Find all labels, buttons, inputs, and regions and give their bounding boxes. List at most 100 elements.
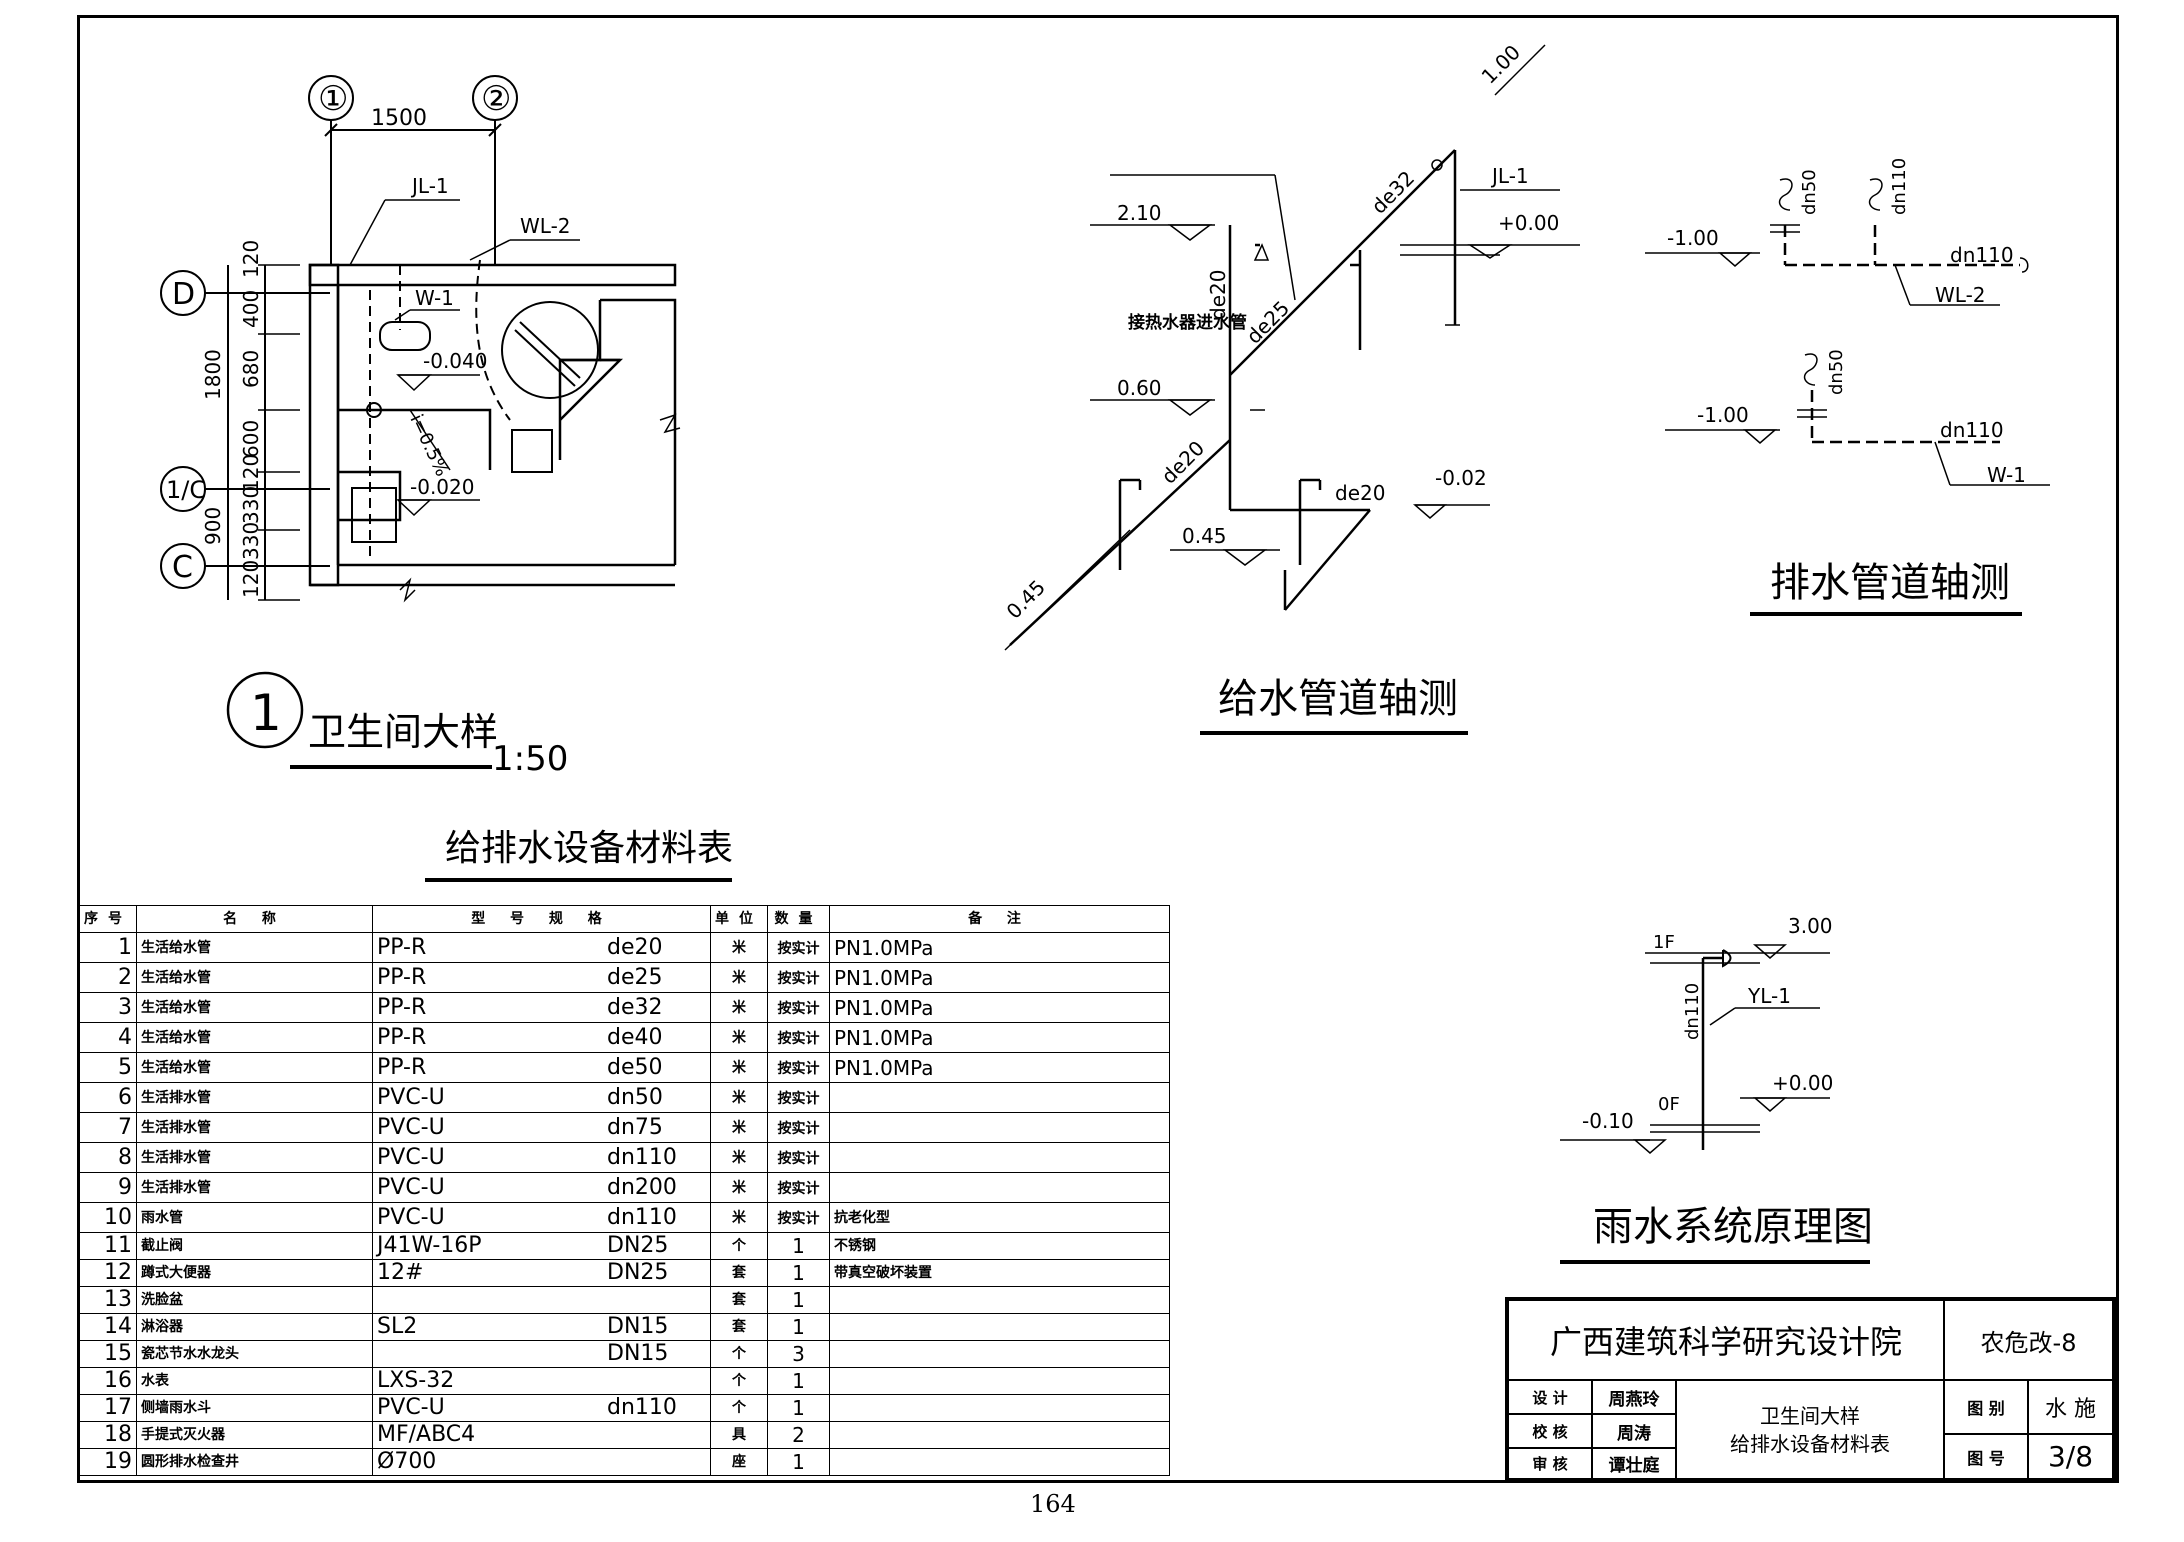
drain-label-w1: W-1 — [1987, 463, 2026, 487]
row-qty-text: 1 — [792, 1234, 805, 1258]
row-name: 手提式灭火器 — [136, 1421, 373, 1449]
row-spec-text: dn50 — [607, 1084, 663, 1110]
row-model-text: PP-R — [377, 1024, 427, 1050]
row-spec-text: de50 — [607, 1054, 663, 1080]
row-qty-text: 按实计 — [777, 941, 820, 957]
row-model: PP-R de20 — [372, 932, 711, 963]
row-unit: 米 — [710, 962, 768, 993]
drain-iso-title: 排水管道轴测 — [1770, 560, 2010, 606]
row-model-text: LXS-32 — [377, 1368, 455, 1394]
row-qty-text: 按实计 — [777, 1181, 820, 1197]
row-unit-text: 具 — [732, 1427, 746, 1443]
row-number: 18 — [79, 1421, 137, 1449]
row-unit-text: 座 — [732, 1454, 746, 1470]
row-name-text: 侧墙雨水斗 — [141, 1400, 211, 1416]
row-qty: 1 — [767, 1394, 830, 1422]
design-name: 周燕玲 — [1592, 1380, 1676, 1414]
supply-label-jl1: JL-1 — [1490, 164, 1529, 188]
row-unit: 米 — [710, 1052, 768, 1083]
review-name: 谭壮庭 — [1592, 1448, 1676, 1479]
row-model-text: PVC-U — [377, 1084, 445, 1110]
row-spec-text: dn110 — [607, 1204, 677, 1230]
row-name: 淋浴器 — [136, 1313, 373, 1341]
row-name: 洗脸盆 — [136, 1286, 373, 1314]
drain-label-dn50a: dn50 — [1799, 169, 1820, 215]
row-name: 生活给水管 — [136, 962, 373, 993]
plan-slope: i=0.5% — [405, 411, 452, 480]
row-unit: 米 — [710, 1112, 768, 1143]
row-unit: 米 — [710, 1202, 768, 1233]
row-spec-text: de25 — [607, 964, 663, 990]
row-spec-text: dn110 — [607, 1144, 677, 1170]
row-unit: 个 — [710, 1232, 768, 1260]
row-number-text: 8 — [118, 1144, 132, 1170]
plan-label-wl2: WL-2 — [520, 214, 571, 238]
row-unit-text: 米 — [732, 1179, 746, 1196]
row-qty-text: 按实计 — [777, 1031, 820, 1047]
row-qty: 1 — [767, 1232, 830, 1260]
drain-label-dn110b: dn110 — [1950, 243, 2014, 267]
rain-level-300: 3.00 — [1788, 914, 1833, 938]
axis-label-1: ① — [318, 79, 348, 119]
row-qty: 3 — [767, 1340, 830, 1368]
bathroom-plan — [160, 75, 681, 769]
rain-label-yl1: YL-1 — [1747, 984, 1791, 1008]
detail-scale: 1:50 — [492, 739, 568, 779]
th-name: 名 称 — [136, 905, 373, 933]
row-remark-text: 不锈钢 — [834, 1238, 876, 1254]
row-number-text: 1 — [118, 934, 132, 960]
row-number: 10 — [79, 1202, 137, 1233]
project-code: 农危改-8 — [1944, 1300, 2113, 1380]
row-remark — [829, 1394, 1170, 1422]
row-name-text: 生活给水管 — [141, 999, 211, 1016]
row-qty-text: 1 — [792, 1288, 805, 1312]
row-number-text: 14 — [104, 1314, 132, 1340]
row-name: 生活给水管 — [136, 992, 373, 1023]
category-value: 水 施 — [2028, 1380, 2113, 1434]
row-qty: 按实计 — [767, 1082, 830, 1113]
row-name-text: 蹲式大便器 — [141, 1265, 211, 1281]
rain-level-m010: -0.10 — [1582, 1109, 1634, 1133]
row-model: PVC-U dn110 — [372, 1142, 711, 1173]
row-model-text: PP-R — [377, 934, 427, 960]
row-name-text: 生活给水管 — [141, 939, 211, 956]
row-qty: 按实计 — [767, 932, 830, 963]
row-unit: 座 — [710, 1448, 768, 1476]
row-model-text: PVC-U — [377, 1174, 445, 1200]
row-unit-text: 米 — [732, 939, 746, 956]
row-model — [372, 1286, 711, 1314]
row-qty: 按实计 — [767, 1142, 830, 1173]
supply-level-045b: 0.45 — [1182, 524, 1227, 548]
row-number: 15 — [79, 1340, 137, 1368]
row-name-text: 截止阀 — [141, 1238, 183, 1254]
row-spec-text: dn75 — [607, 1114, 663, 1140]
row-name-text: 水表 — [141, 1373, 169, 1389]
row-qty: 1 — [767, 1313, 830, 1341]
plan-level-2: -0.020 — [410, 475, 474, 499]
row-model-text: PP-R — [377, 994, 427, 1020]
row-spec-text: de20 — [607, 934, 663, 960]
row-model-text: PVC-U — [377, 1144, 445, 1170]
row-remark — [829, 1313, 1170, 1341]
plan-level-1: -0.040 — [423, 349, 487, 373]
row-model: LXS-32 — [372, 1367, 711, 1395]
row-number-text: 9 — [118, 1174, 132, 1200]
row-remark: PN1.0MPa — [829, 992, 1170, 1023]
rain-label-1f: 1F — [1653, 932, 1675, 953]
vent-circle — [501, 301, 599, 399]
row-number-text: 10 — [104, 1204, 132, 1230]
row-qty-text: 按实计 — [777, 1211, 820, 1227]
row-name: 生活排水管 — [136, 1082, 373, 1113]
review-label: 审 核 — [1508, 1448, 1592, 1479]
design-label: 设 计 — [1508, 1380, 1592, 1414]
row-unit: 米 — [710, 1082, 768, 1113]
basin2-shape — [351, 487, 397, 543]
